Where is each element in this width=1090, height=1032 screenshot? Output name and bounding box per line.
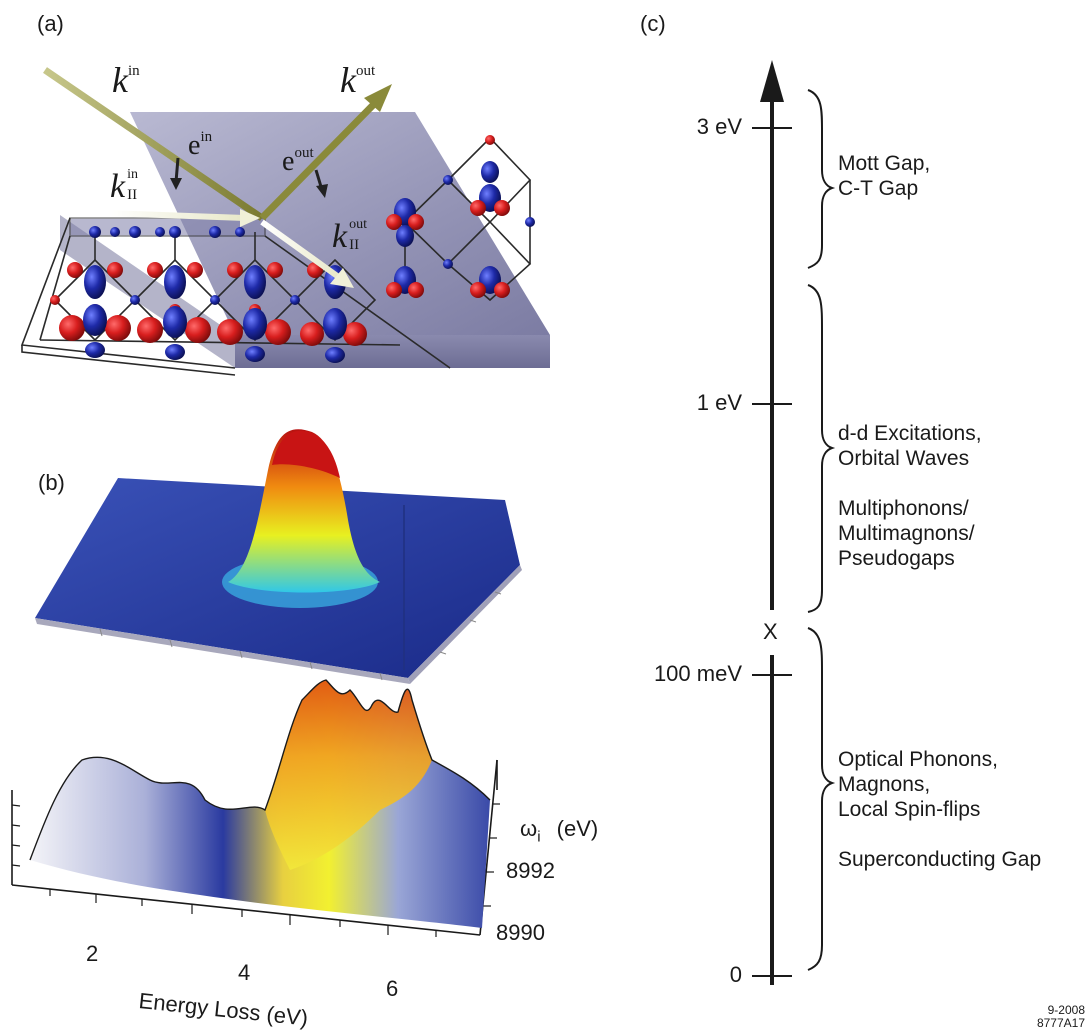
rixs-surface-plot (11, 679, 500, 937)
k-out-beam (259, 95, 383, 221)
energy-scale (752, 60, 836, 985)
y-tick-8990: 8990 (496, 920, 545, 945)
peak-surface-plot (35, 429, 522, 684)
x-tick-6: 6 (386, 976, 399, 1001)
tick-label-3ev: 3 eV (696, 114, 742, 139)
k-par-in-arrow (107, 210, 246, 221)
k-out-label: kout (340, 60, 376, 100)
tick-label-0: 0 (729, 962, 742, 987)
e-out-label: eout (282, 144, 314, 177)
tick-label-1ev: 1 eV (696, 390, 742, 415)
k-par-out-label: k out II (332, 217, 367, 255)
range-label-dd-excitations: d-d Excitations, Orbital Waves Multiphon… (838, 422, 982, 570)
crystal-cluster (386, 135, 535, 302)
energy-axis-arrowhead (760, 60, 784, 102)
y-tick-8992: 8992 (506, 858, 555, 883)
x-tick-2: 2 (86, 941, 99, 966)
panel-label-c: (c) (640, 11, 666, 36)
e-in-label: ein (188, 128, 213, 161)
k-out-arrowhead (364, 84, 392, 112)
range-label-mott-gap: Mott Gap, C-T Gap (838, 152, 931, 200)
y-axis-label: ωi (eV) (520, 816, 599, 846)
panel-label-a: (a) (37, 11, 64, 36)
k-par-in-label: k in II (110, 167, 138, 205)
scattering-geometry-diagram (20, 67, 550, 376)
range-braces (807, 89, 836, 971)
tick-label-100mev: 100 meV (653, 661, 742, 686)
panel-label-b: (b) (38, 470, 65, 495)
beam-arrows (43, 67, 392, 288)
data-surface (30, 680, 490, 928)
figure-stamp: 9-2008 8777A17 (1036, 1003, 1085, 1030)
energy-ticks (752, 127, 792, 977)
peak (228, 429, 380, 593)
axis-break-mark: X (763, 619, 778, 644)
range-label-phonons: Optical Phonons, Magnons, Local Spin-fli… (838, 748, 1042, 871)
lattice-orbitals (50, 226, 367, 363)
x-tick-4: 4 (238, 960, 251, 985)
k-in-beam (43, 67, 264, 221)
k-in-label: kin (112, 60, 140, 100)
k-par-out-arrow (260, 219, 342, 281)
